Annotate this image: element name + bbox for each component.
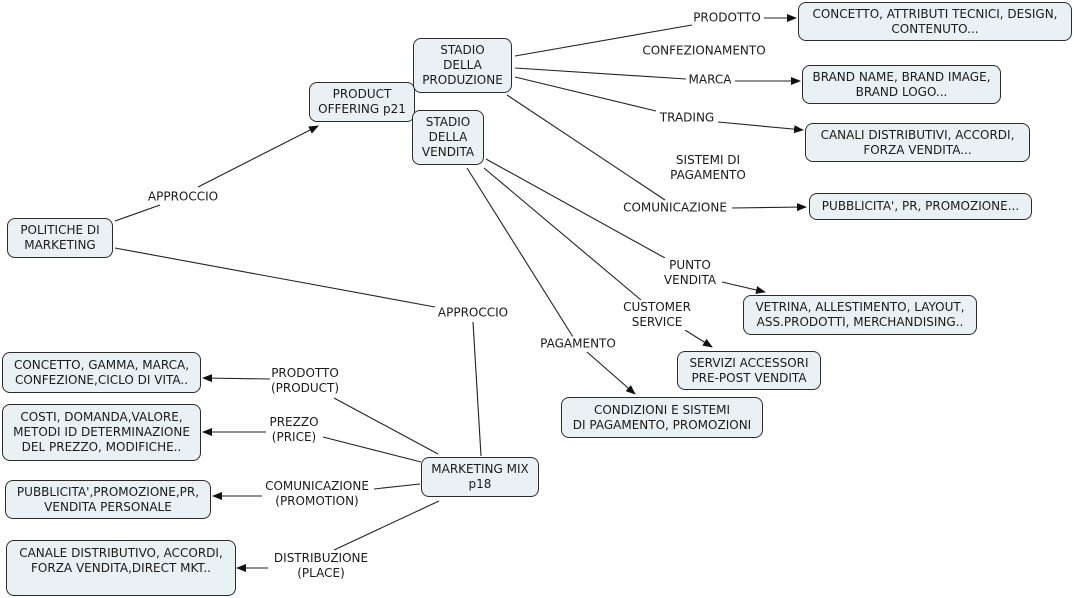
link-label-punto-vendita: PUNTO VENDITA [662,258,718,288]
link-label-mm-prodotto: PRODOTTO (PRODUCT) [269,366,341,396]
link-label-pagamento: PAGAMENTO [539,336,617,352]
node-concetto-gamma[interactable]: CONCETTO, GAMMA, MARCA, CONFEZIONE,CICLO… [2,352,201,393]
node-politiche-di-marketing[interactable]: POLITICHE DI MARKETING [7,218,113,258]
link-line [466,167,574,338]
link-line [586,351,636,395]
link-line [472,321,482,457]
node-servizi-accessori[interactable]: SERVIZI ACCESSORI PRE-POST VENDITA [677,351,821,390]
link-line [684,329,713,348]
link-label-approccio: APPROCCIO [436,305,510,321]
link-label-mm-comunicazione: COMUNICAZIONE (PROMOTION) [264,479,370,509]
link-label-confezionamento: CONFEZIONAMENTO [641,43,767,59]
link-line [333,500,440,551]
link-label-customer-service: CUSTOMER SERVICE [622,300,692,330]
link-line [717,121,804,134]
link-line [506,94,666,201]
node-product-offering[interactable]: PRODUCT OFFERING p21 [309,82,415,122]
link-line [514,67,687,80]
node-brand[interactable]: BRAND NAME, BRAND IMAGE, BRAND LOGO... [802,65,1001,104]
link-line [731,203,807,212]
link-label-mm-distribuzione: DISTRIBUZIONE (PLACE) [272,551,370,581]
link-label-sistemi-di-pagamento: SISTEMI DI PAGAMENTO [669,153,747,183]
node-stadio-della-produzione[interactable]: STADIO DELLA PRODUZIONE [413,38,512,93]
link-line [197,125,319,188]
node-costi[interactable]: COSTI, DOMANDA,VALORE, METODI ID DETERMI… [2,404,201,461]
link-label-comunicazione: COMUNICAZIONE [622,200,728,216]
link-line [333,397,439,455]
node-marketing-mix[interactable]: MARKETING MIX p18 [421,457,539,497]
node-pubblicita-pr[interactable]: PUBBLICITA', PR, PROMOZIONE... [809,193,1032,220]
link-line [322,436,422,463]
link-line [114,204,161,222]
link-label-approccio: APPROCCIO [146,189,220,205]
link-line [114,247,436,308]
node-vetrina[interactable]: VETRINA, ALLESTIMENTO, LAYOUT, ASS.PRODO… [743,295,977,335]
link-line [514,24,693,57]
link-label-prodotto: PRODOTTO [692,10,762,26]
node-concetto-attributi[interactable]: CONCETTO, ATTRIBUTI TECNICI, DESIGN, CON… [798,2,1072,41]
link-line [483,167,642,301]
link-line [721,281,766,294]
node-pubblicita-promozione[interactable]: PUBBLICITA',PROMOZIONE,PR, VENDITA PERSO… [5,480,211,519]
link-line [202,374,271,383]
link-line [514,76,657,112]
node-canale-distributivo[interactable]: CANALE DISTRIBUTIVO, ACCORDI, FORZA VEND… [6,540,236,596]
link-line [373,483,421,490]
link-label-marca: MARCA [687,72,733,88]
link-label-mm-prezzo: PREZZO (PRICE) [268,415,320,445]
node-canali[interactable]: CANALI DISTRIBUTIVI, ACCORDI, FORZA VEND… [805,123,1030,162]
link-line [485,158,666,259]
node-condizioni[interactable]: CONDIZIONI E SISTEMI DI PAGAMENTO, PROMO… [561,397,763,438]
node-stadio-della-vendita[interactable]: STADIO DELLA VENDITA [412,110,484,165]
link-label-trading: TRADING [658,110,716,126]
